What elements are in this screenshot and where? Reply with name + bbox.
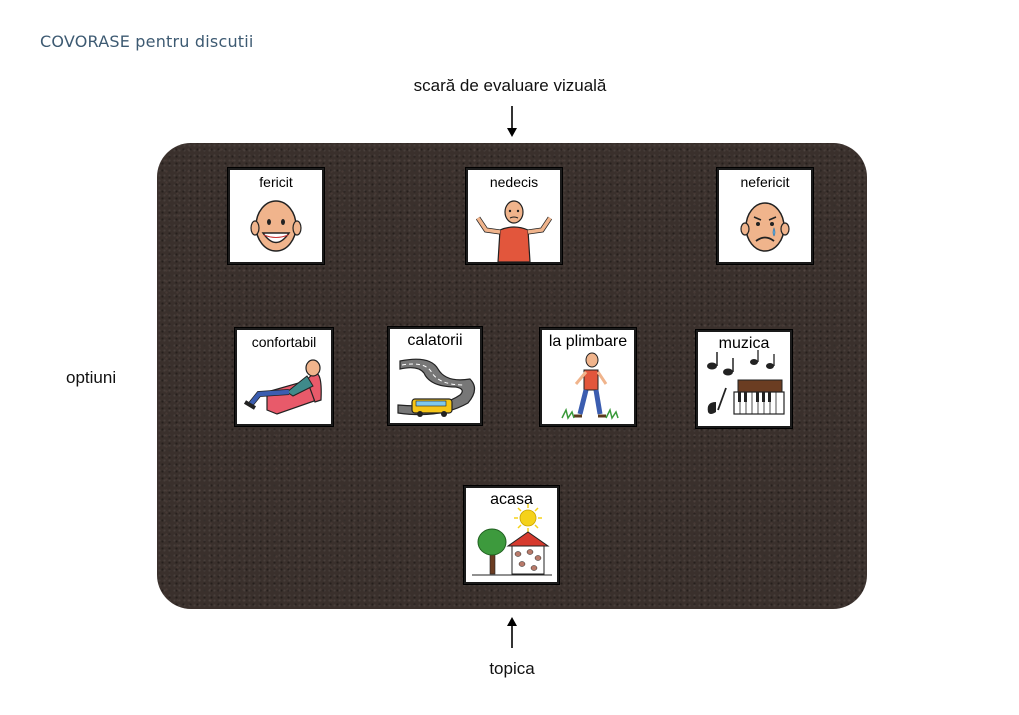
shrugging-man-icon bbox=[475, 200, 553, 262]
card-label: nefericit bbox=[740, 174, 790, 190]
bus-on-road-icon bbox=[397, 358, 476, 417]
piano-notes-icon bbox=[707, 350, 785, 415]
card-acasa[interactable]: acasa bbox=[464, 486, 559, 584]
page-title: COVORASE pentru discutii bbox=[40, 32, 254, 51]
card-label: acasa bbox=[490, 491, 533, 508]
card-muzica[interactable]: muzica bbox=[696, 330, 792, 428]
happy-face-icon bbox=[250, 200, 302, 252]
topic-label: topica bbox=[489, 659, 535, 678]
card-label: calatorii bbox=[407, 332, 463, 349]
man-in-armchair-icon bbox=[243, 359, 322, 415]
card-label: confortabil bbox=[251, 334, 317, 350]
down-arrow-icon bbox=[507, 106, 517, 137]
card-fericit[interactable]: fericit bbox=[228, 168, 324, 264]
house-tree-sun-icon bbox=[472, 504, 552, 576]
card-la-plimbare[interactable]: la plimbare bbox=[540, 328, 636, 426]
options-label: optiuni bbox=[66, 368, 117, 387]
walking-man-icon bbox=[561, 352, 619, 420]
card-confortabil[interactable]: confortabil bbox=[235, 328, 333, 426]
sad-face-icon bbox=[740, 202, 790, 252]
up-arrow-icon bbox=[507, 617, 517, 648]
card-calatorii[interactable]: calatorii bbox=[388, 327, 482, 425]
rating-scale-label: scară de evaluare vizuală bbox=[413, 76, 607, 95]
card-label: la plimbare bbox=[548, 333, 628, 350]
card-nefericit[interactable]: nefericit bbox=[717, 168, 813, 264]
card-label: fericit bbox=[259, 174, 293, 190]
card-nedecis[interactable]: nedecis bbox=[466, 168, 562, 264]
card-label: nedecis bbox=[489, 174, 539, 190]
card-label: muzica bbox=[718, 335, 770, 352]
